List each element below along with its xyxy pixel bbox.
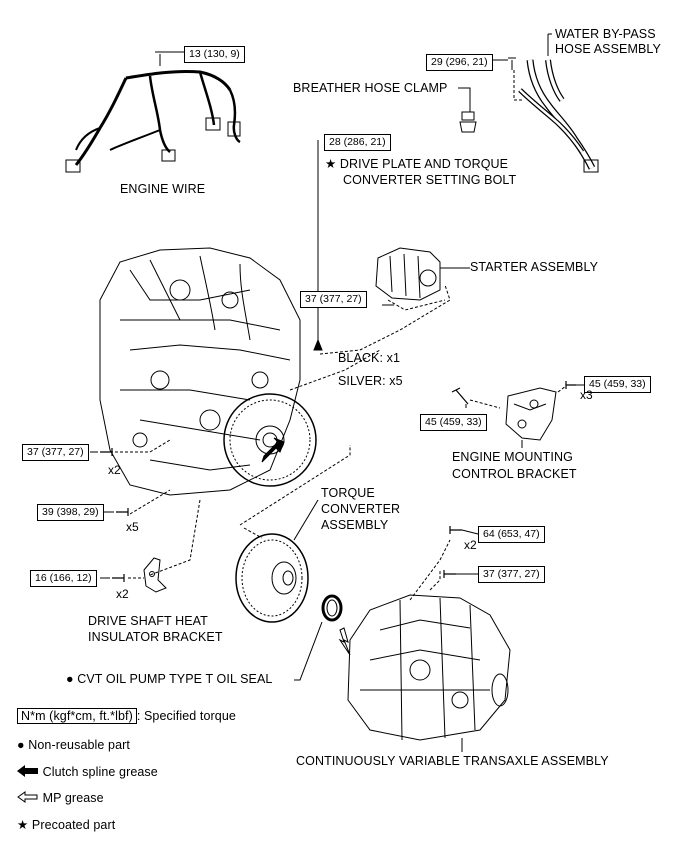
emcb-label-line2: CONTROL BRACKET <box>452 467 577 481</box>
non-reusable-dot-icon: ● <box>17 738 25 752</box>
quantity-label: x5 <box>126 520 139 534</box>
torque-box: 45 (459, 33) <box>584 376 651 393</box>
water-bypass-hose-illustration <box>508 57 599 173</box>
quantity-label: x2 <box>108 463 121 477</box>
precoated-star-icon: ★ <box>325 157 337 171</box>
legend-mp-grease-row: MP grease <box>17 791 104 806</box>
engine-mounting-control-bracket-illustration <box>505 387 557 441</box>
torque-box: 29 (296, 21) <box>426 54 493 71</box>
legend-torque-desc: : Specified torque <box>136 709 236 723</box>
cvt-oil-seal-label: ● CVT OIL PUMP TYPE T OIL SEAL <box>66 672 272 687</box>
legend-precoated-text: Precoated part <box>31 818 116 832</box>
water-bypass-hose-label-line2: HOSE ASSEMBLY <box>555 42 661 56</box>
hollow-arrow-icon <box>17 791 38 803</box>
black-bolt-count-label: BLACK: x1 <box>338 351 401 365</box>
transaxle-label: CONTINUOUSLY VARIABLE TRANSAXLE ASSEMBLY <box>296 754 609 768</box>
torque-box: 39 (398, 29) <box>37 504 104 521</box>
engine-assembly-illustration <box>99 247 301 496</box>
drive-plate-bolt-label-line2: CONVERTER SETTING BOLT <box>343 173 517 187</box>
torque-box: 64 (653, 47) <box>478 526 545 543</box>
drive-plate-bolt-label-line1: ★ DRIVE PLATE AND TORQUE <box>325 157 508 172</box>
non-reusable-dot-icon: ● <box>66 672 74 686</box>
quantity-label: x2 <box>464 538 477 552</box>
transaxle-illustration <box>347 594 511 741</box>
torque-converter-label-line1: TORQUE <box>321 486 375 500</box>
drive-shaft-heat-insulator-bracket-illustration <box>143 557 167 593</box>
torque-converter-label-line3: ASSEMBLY <box>321 518 389 532</box>
dshib-label-line2: INSULATOR BRACKET <box>88 630 223 644</box>
starter-assembly-illustration <box>375 247 450 301</box>
engine-wire-illustration <box>65 51 241 173</box>
breather-hose-clamp-label: BREATHER HOSE CLAMP <box>293 81 448 95</box>
silver-bolt-count-label: SILVER: x5 <box>338 374 403 388</box>
water-bypass-hose-label-line1: WATER BY-PASS <box>555 27 656 41</box>
precoated-star-icon: ★ <box>17 818 29 832</box>
torque-converter-illustration <box>235 533 309 623</box>
legend-non-reusable-row: ● Non-reusable part <box>17 738 130 753</box>
quantity-label: x2 <box>116 587 129 601</box>
legend-non-reusable-text: Non-reusable part <box>28 738 130 752</box>
oil-seal-illustration <box>321 594 343 622</box>
torque-box: 28 (286, 21) <box>324 134 391 151</box>
torque-box: 37 (377, 27) <box>22 444 89 461</box>
legend-mp-grease-text: MP grease <box>42 791 104 805</box>
legend-clutch-spline-text: Clutch spline grease <box>42 765 158 779</box>
legend-torque-box: N*m (kgf*cm, ft.*lbf) <box>17 708 137 724</box>
drive-plate-illustration <box>223 393 317 487</box>
legend-clutch-spline-row: Clutch spline grease <box>17 765 158 780</box>
dshib-label-line1: DRIVE SHAFT HEAT <box>88 614 208 628</box>
filled-arrow-icon <box>17 765 38 777</box>
cvt-oil-seal-text: CVT OIL PUMP TYPE T OIL SEAL <box>77 672 273 686</box>
torque-box: 45 (459, 33) <box>420 414 487 431</box>
starter-assembly-label: STARTER ASSEMBLY <box>470 260 599 274</box>
drive-plate-bolt-text: DRIVE PLATE AND TORQUE <box>339 157 509 171</box>
bolt-icons <box>100 381 576 582</box>
torque-converter-label-line2: CONVERTER <box>321 502 401 516</box>
emcb-label-line1: ENGINE MOUNTING <box>452 450 573 464</box>
torque-box: 13 (130, 9) <box>184 46 245 63</box>
engine-wire-label: ENGINE WIRE <box>120 182 206 196</box>
quantity-label: x3 <box>580 388 593 402</box>
legend-torque-row: N*m (kgf*cm, ft.*lbf): Specified torque <box>17 708 236 724</box>
torque-box: 37 (377, 27) <box>300 291 367 308</box>
torque-box: 16 (166, 12) <box>30 570 97 587</box>
legend-precoated-row: ★ Precoated part <box>17 818 115 833</box>
torque-box: 37 (377, 27) <box>478 566 545 583</box>
breather-hose-clamp-illustration <box>458 87 477 133</box>
